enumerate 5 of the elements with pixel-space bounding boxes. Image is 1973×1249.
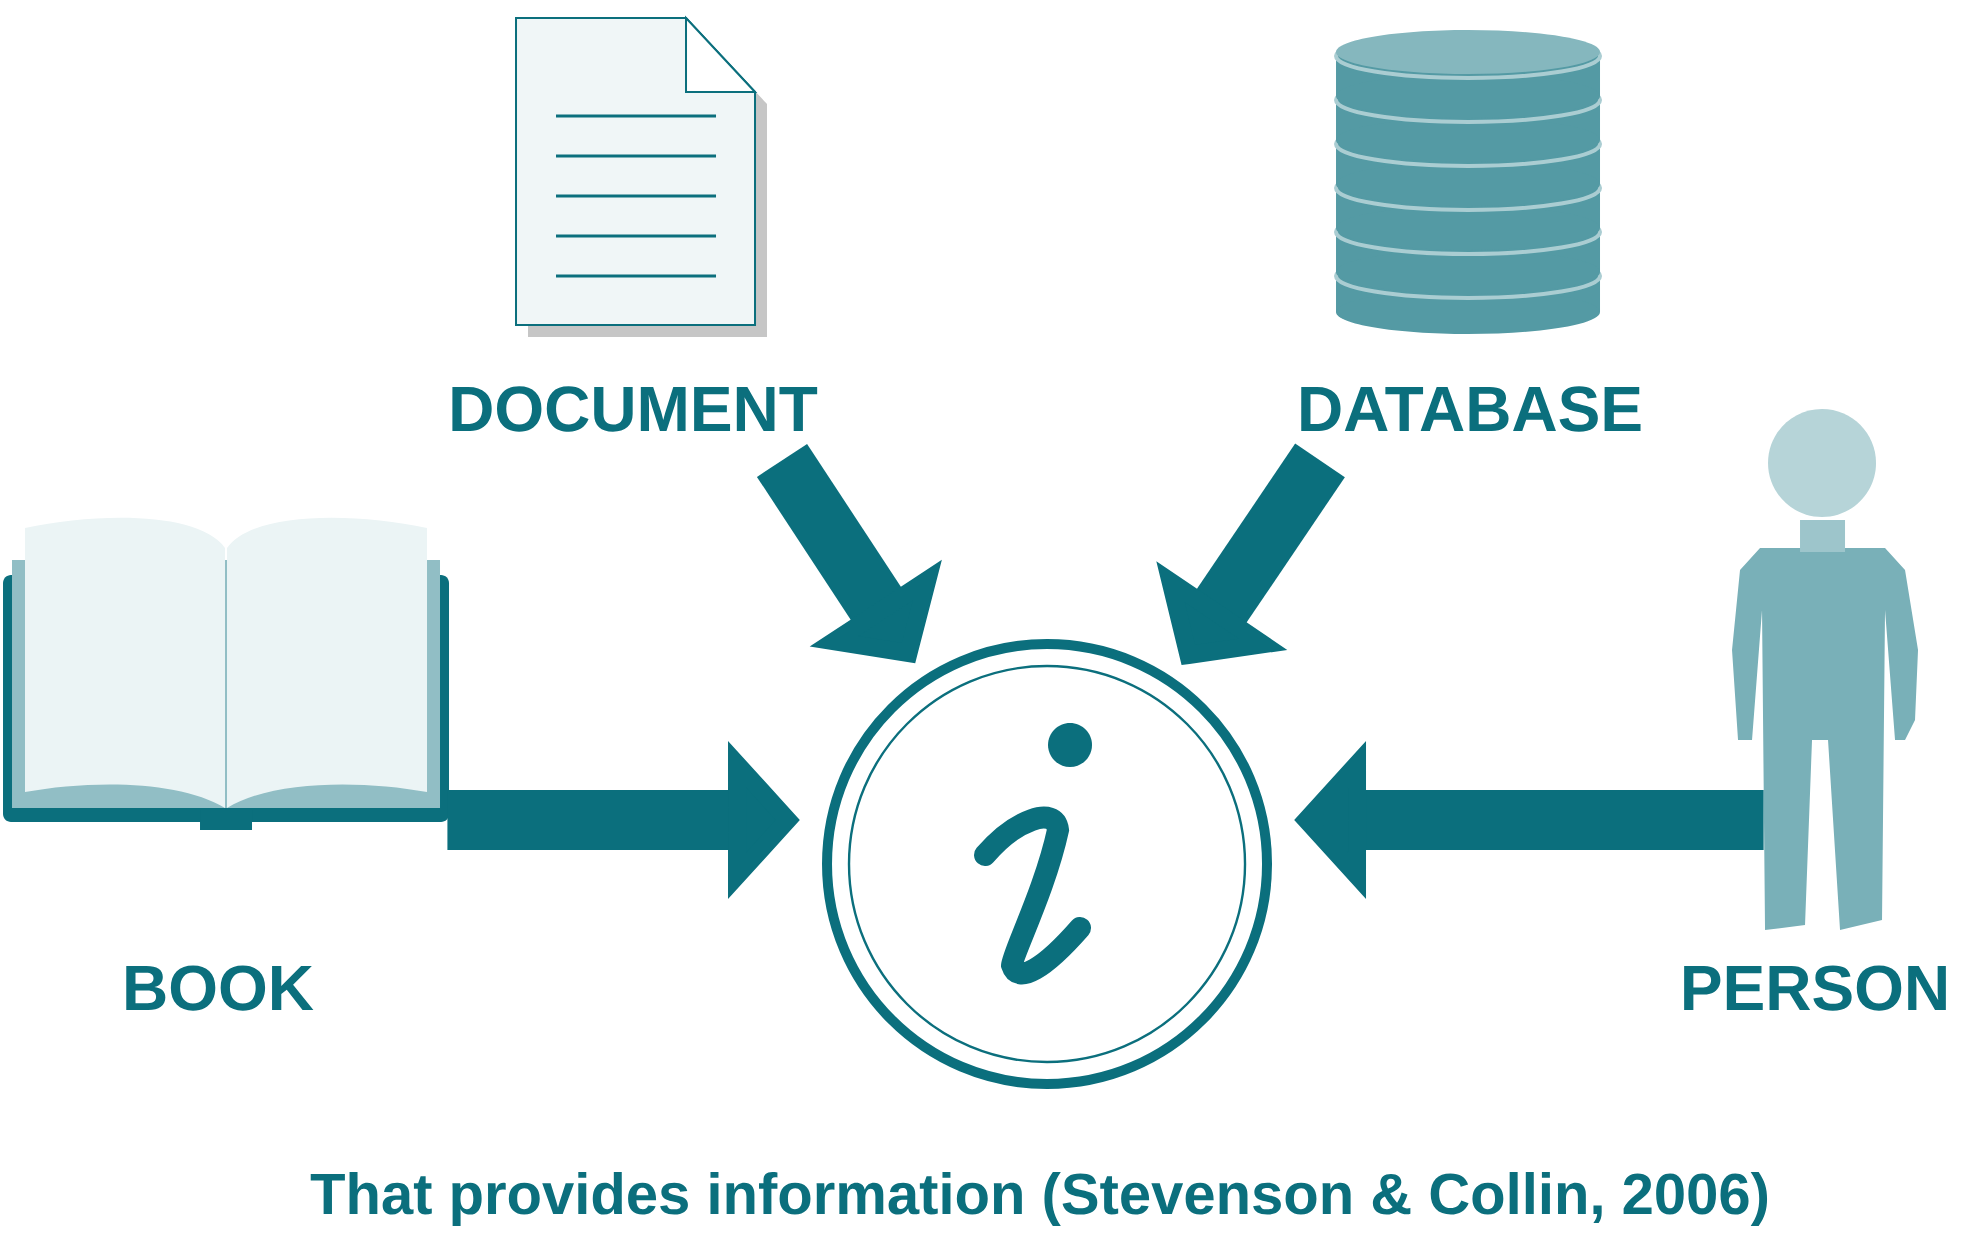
node-label: DOCUMENT <box>452 386 818 432</box>
node-label: BOOK <box>126 965 314 1011</box>
node-label: PERSON <box>1684 965 1946 1011</box>
node-label: DATABASE <box>1301 386 1641 432</box>
caption: That provides information (Stevenson & Collin, 2006) <box>310 1172 1768 1227</box>
